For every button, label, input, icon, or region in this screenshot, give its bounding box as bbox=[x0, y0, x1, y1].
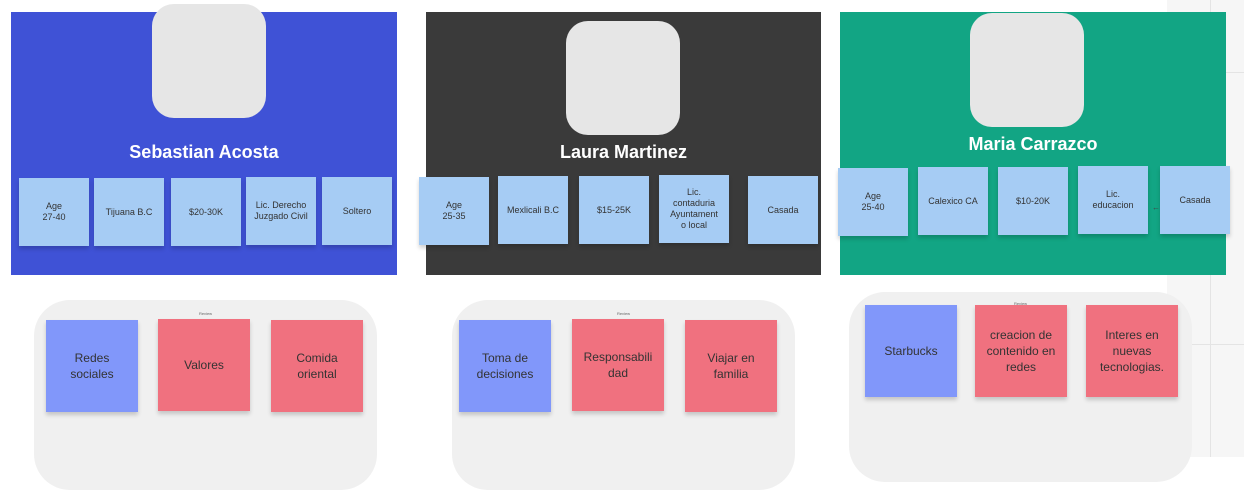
attribute-income[interactable]: $15-25K bbox=[579, 176, 649, 244]
note-starbucks[interactable]: Starbucks bbox=[865, 305, 957, 397]
note-toma-de-decisiones[interactable]: Toma de decisiones bbox=[459, 320, 551, 412]
attribute-marital-status[interactable]: Casada bbox=[1160, 166, 1230, 234]
attribute-location[interactable]: Calexico CA bbox=[918, 167, 988, 235]
note-interes-tecnologias[interactable]: Interes en nuevas tecnologias. bbox=[1086, 305, 1178, 397]
persona-name: Laura Martinez bbox=[559, 142, 688, 162]
attribute-age[interactable]: Age 25-35 bbox=[419, 177, 489, 245]
attribute-income[interactable]: $20-30K bbox=[171, 178, 241, 246]
note-responsabilidad[interactable]: Responsabili dad bbox=[572, 319, 664, 411]
avatar[interactable] bbox=[970, 13, 1084, 127]
attribute-occupation[interactable]: Lic. contaduria Ayuntament o local bbox=[659, 175, 729, 243]
attribute-location[interactable]: Mexlicali B.C bbox=[498, 176, 568, 244]
note-comida-oriental[interactable]: Comida oriental bbox=[271, 320, 363, 412]
note-redes-sociales[interactable]: Redes sociales bbox=[46, 320, 138, 412]
attribute-marital-status[interactable]: Casada bbox=[748, 176, 818, 244]
arrow-left-icon: ← bbox=[1152, 203, 1160, 212]
attribute-age[interactable]: Age 27-40 bbox=[19, 178, 89, 246]
attribute-occupation[interactable]: Lic. Derecho Juzgado Civil bbox=[246, 177, 316, 245]
avatar[interactable] bbox=[152, 4, 266, 118]
attribute-marital-status[interactable]: Soltero bbox=[322, 177, 392, 245]
board-label: Review bbox=[198, 311, 213, 316]
attribute-occupation[interactable]: Lic. educacion bbox=[1078, 166, 1148, 234]
persona-name: Sebastian Acosta bbox=[129, 142, 279, 162]
avatar[interactable] bbox=[566, 21, 680, 135]
note-creacion-de-contenido[interactable]: creacion de contenido en redes bbox=[975, 305, 1067, 397]
attribute-income[interactable]: $10-20K bbox=[998, 167, 1068, 235]
attribute-location[interactable]: Tijuana B.C bbox=[94, 178, 164, 246]
note-valores[interactable]: Valores bbox=[158, 319, 250, 411]
attribute-age[interactable]: Age 25-40 bbox=[838, 168, 908, 236]
persona-name: Maria Carrazco bbox=[968, 134, 1098, 154]
grid-line bbox=[1167, 344, 1244, 345]
note-viajar-en-familia[interactable]: Viajar en familia bbox=[685, 320, 777, 412]
board-label: Review bbox=[1013, 301, 1028, 306]
board-label: Review bbox=[616, 311, 631, 316]
